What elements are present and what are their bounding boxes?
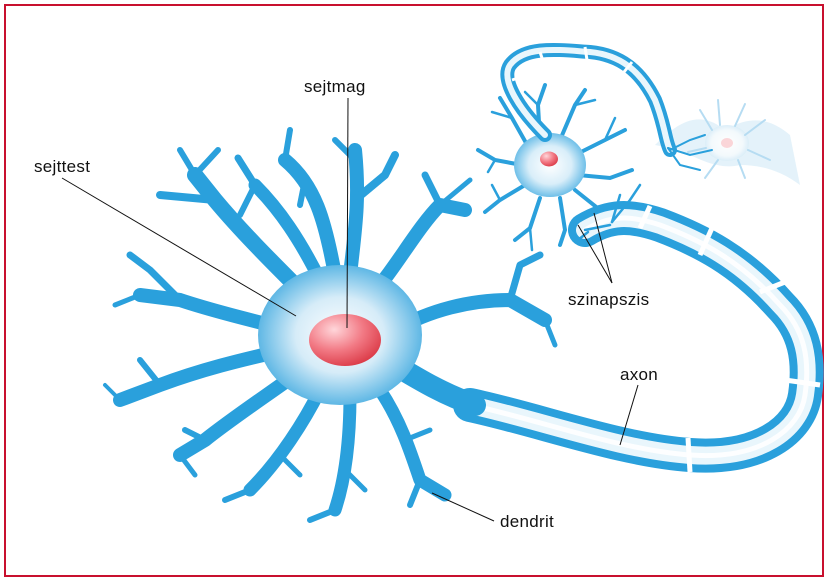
nucleus xyxy=(309,314,381,366)
label-cell-body: sejttest xyxy=(34,157,90,176)
label-axon: axon xyxy=(620,365,658,384)
main-axon xyxy=(470,185,820,472)
label-dendrite: dendrit xyxy=(500,512,554,531)
label-nucleus: sejtmag xyxy=(304,77,366,96)
label-synapse: szinapszis xyxy=(568,290,649,309)
dendrite-leader xyxy=(432,493,494,521)
distant-neuron xyxy=(655,100,800,185)
